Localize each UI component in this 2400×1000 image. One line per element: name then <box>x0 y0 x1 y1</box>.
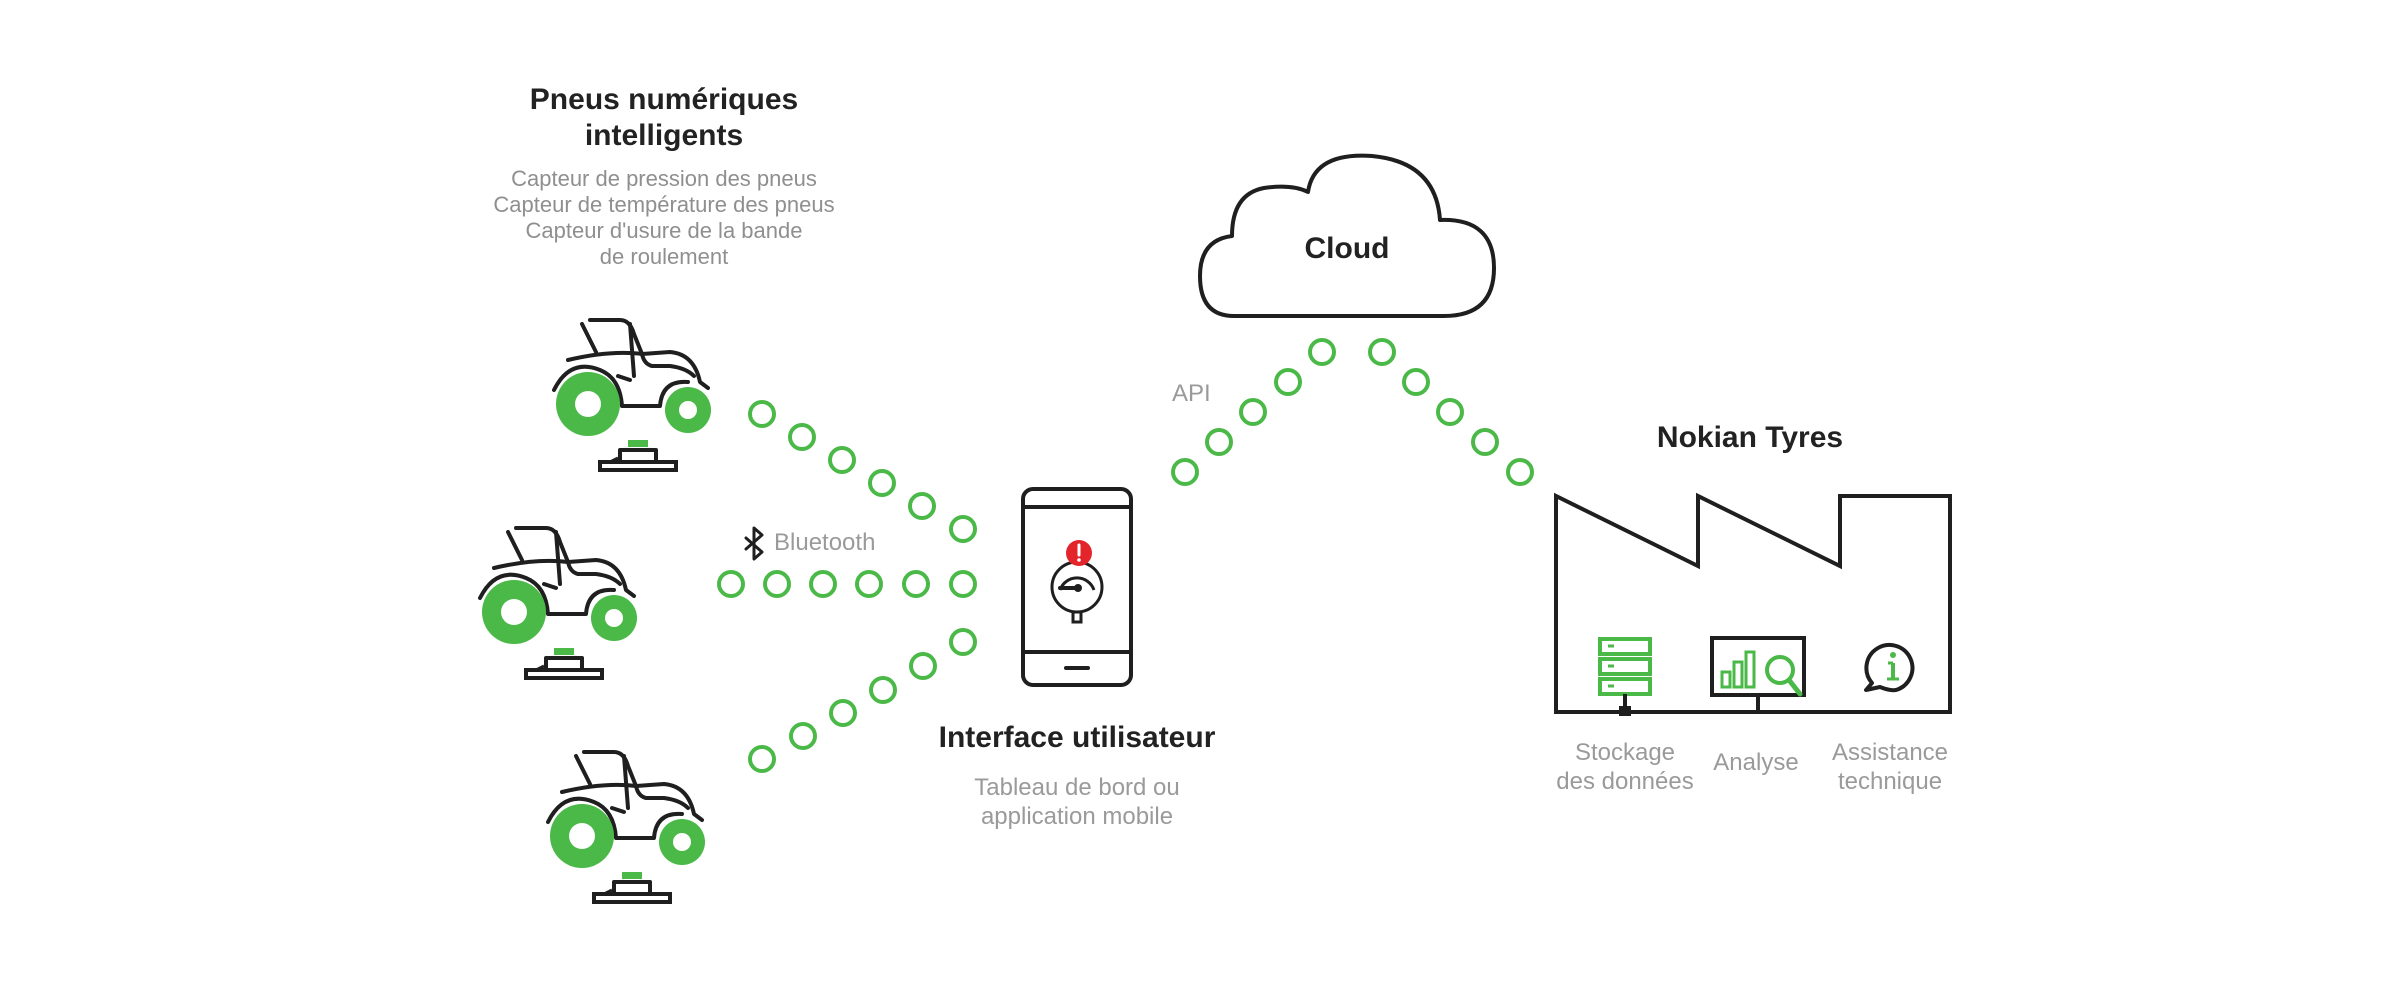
bluetooth-label: Bluetooth <box>774 529 876 556</box>
smartphone-icon <box>1021 487 1133 687</box>
bluetooth-link-top <box>748 400 977 543</box>
service-label-line1: Stockage <box>1574 739 1676 766</box>
tractor-bottom-icon <box>546 750 707 904</box>
alert-icon <box>1066 540 1092 566</box>
info-chat-icon <box>1864 643 1915 693</box>
user-interface-subtitle-line2: application mobile <box>980 803 1174 830</box>
service-label-storage: Stockage des données <box>1545 738 1705 796</box>
service-label-support: Assistance technique <box>1815 738 1965 796</box>
user-interface-subtitle: Tableau de bord ou application mobile <box>917 773 1237 831</box>
tires-features-list: Capteur de pression des pneus Capteur de… <box>444 166 884 270</box>
service-label-line2: des données <box>1556 768 1694 795</box>
server-icon <box>1598 637 1652 716</box>
cloud-label: Cloud <box>1304 232 1390 265</box>
service-label-analysis: Analyse <box>1713 749 1799 776</box>
cloud-link-down <box>1368 338 1534 486</box>
tires-title-line2: intelligents <box>584 119 744 152</box>
service-label-line1: Assistance <box>1831 739 1949 766</box>
tires-feature: de roulement <box>599 244 729 269</box>
tires-section-title: Pneus numériques intelligents <box>464 82 864 154</box>
bluetooth-link-bottom <box>748 628 977 773</box>
factory-icon <box>1554 492 1952 714</box>
tractor-middle-icon <box>478 526 639 680</box>
tires-feature: Capteur d'usure de la bande <box>525 218 803 243</box>
cloud-icon <box>1198 153 1496 318</box>
user-interface-subtitle-line1: Tableau de bord ou <box>974 774 1180 801</box>
bluetooth-icon <box>744 526 764 561</box>
nokian-title: Nokian Tyres <box>1656 421 1844 454</box>
service-label-line2: technique <box>1837 768 1943 795</box>
bluetooth-link-middle <box>717 570 977 598</box>
api-label: API <box>1172 380 1211 407</box>
tractor-top-icon <box>552 318 713 472</box>
analytics-monitor-icon <box>1710 636 1806 712</box>
tires-feature: Capteur de pression des pneus <box>511 166 817 191</box>
user-interface-title: Interface utilisateur <box>938 721 1216 754</box>
tires-title-line1: Pneus numériques <box>529 83 799 116</box>
tire-pressure-gauge-icon <box>1050 560 1104 624</box>
api-link-up <box>1171 338 1336 486</box>
tires-feature: Capteur de température des pneus <box>493 192 835 217</box>
